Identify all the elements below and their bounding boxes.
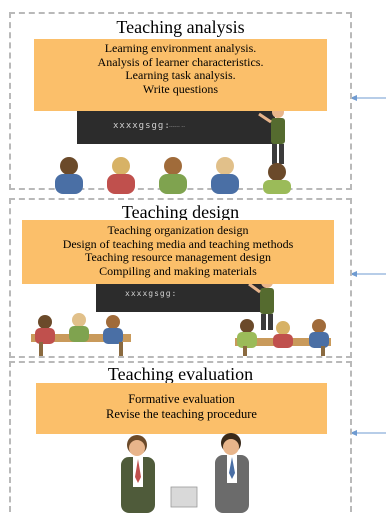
discussion-illustration — [21, 421, 345, 513]
students-row — [55, 157, 291, 194]
stage-title: Teaching evaluation — [107, 364, 254, 384]
item-learning-task: Learning task analysis. — [125, 68, 236, 83]
item-media-methods-design: Design of teaching media and teaching me… — [62, 236, 294, 251]
shared-document — [170, 486, 198, 508]
student-group-right — [235, 319, 331, 356]
stage-teaching-analysis: Teaching analysis xxxxgsgg: ------ -- — [9, 12, 352, 194]
arrow-to-stage-analysis — [350, 95, 386, 101]
item-making-materials: Compiling and making materials — [99, 263, 257, 278]
evaluation-tasks-box: Formative evaluation Revise the teaching… — [36, 383, 327, 434]
blackboard-text: xxxxgsgg: — [113, 121, 171, 131]
person-left — [121, 435, 155, 513]
stage-teaching-evaluation: Teaching evaluation Formative evaluation… — [9, 361, 352, 513]
blackboard-small-text: ------ -- — [169, 124, 185, 130]
person-right — [215, 433, 249, 513]
stage-title: Teaching analysis — [116, 17, 245, 37]
analysis-tasks-box: Learning environment analysis. Analysis … — [34, 39, 327, 111]
arrow-to-stage-evaluation — [350, 430, 386, 436]
classroom-lecture-illustration: xxxxgsgg: ------ -- — [21, 100, 345, 196]
arrow-to-stage-design — [350, 271, 386, 277]
item-learner-characteristics: Analysis of learner characteristics. — [97, 54, 264, 69]
design-tasks-box: Teaching organization design Design of t… — [22, 220, 334, 284]
item-revise-procedure: Revise the teaching procedure — [106, 407, 257, 421]
item-resource-management: Teaching resource management design — [84, 250, 272, 265]
classroom-group-illustration: xxxxgsgg: — [21, 242, 345, 357]
stage-title: Teaching design — [121, 202, 240, 222]
student-group-left — [31, 313, 131, 356]
blackboard-text: xxxxgsgg: — [125, 289, 177, 298]
item-learning-environment: Learning environment analysis. — [104, 41, 257, 55]
item-write-questions: Write questions — [142, 81, 219, 96]
item-organization-design: Teaching organization design — [107, 223, 249, 237]
stage-teaching-design: Teaching design xxxxgsgg: — [9, 198, 352, 358]
item-formative-evaluation: Formative evaluation — [128, 392, 235, 406]
